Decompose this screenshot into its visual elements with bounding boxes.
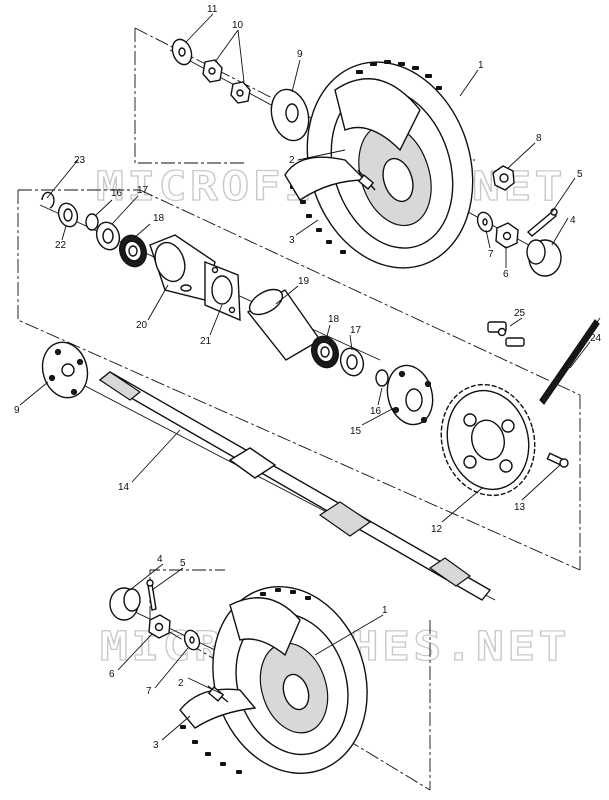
callout-17-right: 17	[350, 325, 362, 336]
callout-3-lower: 3	[153, 740, 159, 751]
callout-6-lower: 6	[109, 669, 115, 680]
sprocket-12	[440, 383, 536, 497]
lower-rim-half-outer	[229, 597, 301, 657]
bearing-flange-21	[204, 260, 241, 322]
upper-rim-half-outer	[334, 78, 421, 152]
bearing-18-left	[119, 234, 147, 268]
rear-axle-14	[98, 371, 492, 601]
callout-15: 15	[350, 426, 362, 437]
upper-cotter-pin-5	[526, 208, 558, 237]
callout-9-lower: 9	[14, 405, 20, 416]
callout-19: 19	[298, 276, 310, 287]
spacer-16-left	[85, 213, 99, 231]
callout-labels: 11 10 9 1 8 5 2 4 7 6 3 23 16 17 22 18 2…	[14, 4, 602, 751]
upper-nuts-10	[202, 59, 251, 104]
callout-6-upper: 6	[503, 269, 509, 280]
callout-21: 21	[200, 336, 212, 347]
bearing-housing-20	[149, 234, 216, 301]
sprocket-hub-15	[386, 364, 434, 426]
callout-22: 22	[55, 240, 67, 251]
callout-12: 12	[431, 524, 443, 535]
seal-22	[57, 202, 79, 228]
callout-1-lower: 1	[382, 605, 388, 616]
upper-castle-nut-6	[495, 222, 519, 249]
callout-11: 11	[207, 4, 218, 15]
upper-cap-4	[526, 239, 562, 277]
lower-rim-half-inner	[179, 688, 257, 729]
callout-18-right: 18	[328, 314, 340, 325]
callout-2-lower: 2	[178, 678, 184, 689]
callout-8: 8	[536, 133, 542, 144]
callout-7-lower: 7	[146, 686, 152, 697]
callout-13: 13	[514, 502, 526, 513]
callout-14: 14	[118, 482, 130, 493]
callout-10: 10	[232, 20, 244, 31]
bearing-18-right	[311, 335, 339, 369]
callout-16-right: 16	[370, 406, 382, 417]
callout-18-left: 18	[153, 213, 165, 224]
bolt-set-25	[487, 321, 525, 347]
callout-25: 25	[514, 308, 526, 319]
callout-2-upper: 2	[289, 155, 295, 166]
lower-tire	[212, 586, 368, 774]
axle-assembly-frame	[17, 189, 581, 571]
lower-tire-tread	[180, 588, 311, 774]
lower-castle-nut-6	[148, 614, 171, 639]
callout-9-upper: 9	[297, 49, 303, 60]
callout-23: 23	[74, 155, 86, 166]
sprocket-bolt-13	[546, 452, 569, 468]
seal-17-right	[339, 347, 365, 377]
upper-washer-7	[476, 211, 494, 233]
chain-24	[539, 317, 601, 405]
seal-17-left	[95, 221, 121, 251]
upper-washer-11	[171, 38, 193, 66]
callout-17-left: 17	[137, 185, 149, 196]
callout-1-upper: 1	[478, 60, 484, 71]
callout-20: 20	[136, 320, 148, 331]
upper-hub-disc-9	[270, 88, 310, 142]
spacer-16-right	[375, 369, 389, 387]
callout-4-lower: 4	[157, 554, 163, 565]
callout-3-upper: 3	[289, 235, 295, 246]
snap-ring-23	[41, 191, 55, 209]
callout-16-left: 16	[111, 188, 123, 199]
lower-cotter-pin-5	[146, 579, 157, 611]
callout-4-upper: 4	[570, 215, 576, 226]
callout-7-upper: 7	[488, 249, 494, 260]
leader-lines	[19, 13, 591, 741]
spacer-tube-19	[246, 288, 322, 361]
lower-cap-4	[109, 587, 141, 621]
upper-axle-nut-8	[492, 165, 515, 191]
hub-plate-left-9	[41, 341, 89, 399]
callout-24: 24	[590, 333, 602, 344]
lower-washer-7	[183, 629, 201, 651]
upper-wheel-stud	[357, 169, 376, 191]
callout-5-lower: 5	[180, 558, 186, 569]
callout-5-upper: 5	[577, 169, 583, 180]
